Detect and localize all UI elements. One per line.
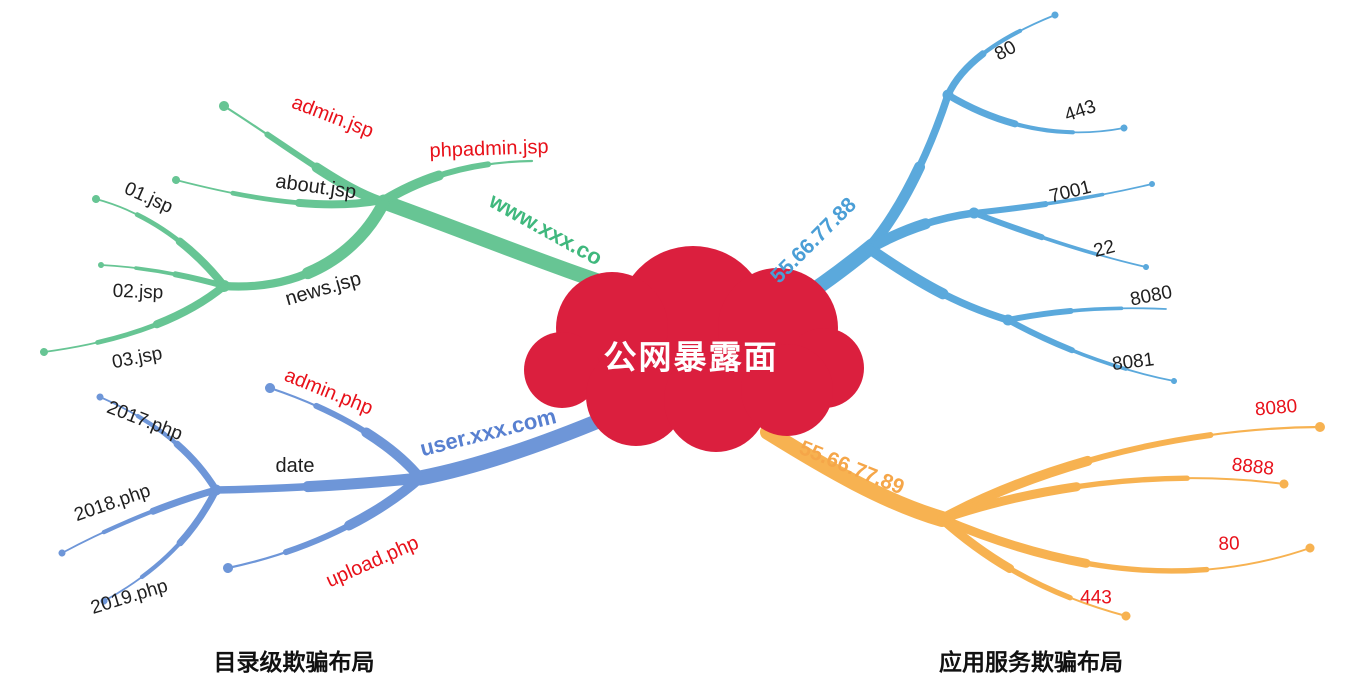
branch-line-segment <box>866 245 1012 324</box>
branch-line-q80 <box>937 514 1315 576</box>
branch-line-news-jsp <box>218 198 389 293</box>
branch-fork-ip88-mid <box>864 207 980 254</box>
branch-line-segment <box>61 489 217 554</box>
branch-line-phpadmin-jsp <box>377 156 537 207</box>
branch-line-2018-php <box>58 486 220 557</box>
branch-line-segment <box>222 104 384 204</box>
caption-cap-left[interactable]: 目录级欺骗布局 <box>214 649 375 675</box>
branch-line-segment <box>226 476 422 570</box>
topic-label-about-jsp[interactable]: about.jsp <box>274 170 357 203</box>
branch-line-segment <box>412 409 616 486</box>
branch-line-segment <box>212 474 424 494</box>
branch-line-p22 <box>971 210 1149 270</box>
topic-label-jsp03[interactable]: 03.jsp <box>110 343 164 373</box>
branch-line-segment <box>95 198 225 287</box>
topic-label-php2017[interactable]: 2017.php <box>104 397 186 445</box>
topic-label-phpadmin-jsp[interactable]: phpadmin.jsp <box>429 136 549 162</box>
cloud-shape <box>586 346 686 446</box>
branch-lines <box>40 11 1325 621</box>
cloud-shape <box>524 332 600 408</box>
branch-line-q8888 <box>937 473 1289 524</box>
center-topic-label: 公网暴露面 <box>604 339 779 376</box>
branch-line-q443 <box>937 514 1131 621</box>
branch-trunk-user <box>412 409 616 486</box>
branch-line-segment <box>43 285 225 353</box>
branch-line-p443 <box>944 91 1128 136</box>
branch-line-segment <box>866 91 952 251</box>
topic-label-q443[interactable]: 443 <box>1080 588 1112 609</box>
topic-label-user[interactable]: user.xxx.com <box>417 403 558 461</box>
caption-cap-right[interactable]: 应用服务欺骗布局 <box>939 649 1123 675</box>
branch-line-2019-php <box>100 486 220 605</box>
topic-label-upload-php[interactable]: upload.php <box>323 532 422 592</box>
branch-line-upload-php <box>223 473 425 573</box>
branch-line-segment <box>175 179 383 206</box>
branch-line-02-jsp <box>98 262 227 289</box>
branch-line-segment <box>941 518 1311 572</box>
branch-line-2017-php <box>96 393 220 494</box>
cloud-shape <box>664 348 768 452</box>
branch-line-segment <box>941 477 1285 520</box>
topic-label-admin-jsp[interactable]: admin.jsp <box>289 91 377 142</box>
topic-label-q8080[interactable]: 8080 <box>1254 396 1298 421</box>
branch-line-segment <box>941 518 1127 617</box>
branch-line-01-jsp <box>92 195 228 290</box>
branch-line-segment <box>1007 319 1175 382</box>
topic-label-p8081[interactable]: 8081 <box>1111 349 1156 375</box>
branch-line-segment <box>940 425 1322 521</box>
branch-line-segment <box>973 183 1153 214</box>
branch-line-segment <box>219 199 388 291</box>
center-topic[interactable]: 公网暴露面 <box>524 246 864 452</box>
topic-label-p443[interactable]: 443 <box>1062 96 1099 126</box>
branch-line-segment <box>99 396 217 491</box>
branch-line-segment <box>268 386 422 480</box>
branch-line-admin-jsp <box>219 101 387 207</box>
branch-line-segment <box>866 209 978 252</box>
branch-line-segment <box>972 211 1148 269</box>
branch-line-03-jsp <box>40 282 228 356</box>
topic-label-p7001[interactable]: 7001 <box>1047 177 1093 208</box>
topic-label-jsp01[interactable]: 01.jsp <box>121 178 176 218</box>
topic-label-q80[interactable]: 80 <box>1218 533 1240 555</box>
branch-line-segment <box>947 14 1056 96</box>
branch-line-admin-php <box>265 383 425 483</box>
branch-line-p80 <box>944 11 1059 99</box>
topic-label-php2019[interactable]: 2019.php <box>88 575 170 618</box>
branch-fork-ip88-low <box>864 243 1014 326</box>
branch-line-segment <box>380 159 534 204</box>
branch-line-segment <box>760 424 950 527</box>
branch-line-segment <box>103 489 217 602</box>
cloud-shape <box>741 344 833 436</box>
branch-trunk-ip89 <box>760 424 950 527</box>
topic-label-jsp02[interactable]: 02.jsp <box>112 281 163 304</box>
branch-line-p8081 <box>1005 317 1177 384</box>
topic-label-q8888[interactable]: 8888 <box>1231 454 1275 479</box>
topic-label-p8080[interactable]: 8080 <box>1128 282 1174 311</box>
branch-line-segment <box>947 94 1125 134</box>
topic-label-date[interactable]: date <box>276 455 315 477</box>
branch-line-segment <box>1007 307 1167 321</box>
branch-line-segment <box>100 264 225 287</box>
captions: 目录级欺骗布局 应用服务欺骗布局 <box>214 649 1124 675</box>
branch-fork-ip88-top <box>864 89 954 253</box>
branch-line-about-jsp <box>172 176 386 209</box>
topic-label-php2018[interactable]: 2018.php <box>71 480 153 526</box>
topic-label-p80[interactable]: 80 <box>991 37 1020 65</box>
branch-line-q8080 <box>937 422 1325 524</box>
branch-line-date <box>210 472 426 496</box>
branch-line-p7001 <box>971 181 1155 216</box>
branch-line-segment <box>973 212 1147 268</box>
branch-line-p8080 <box>1005 305 1169 323</box>
